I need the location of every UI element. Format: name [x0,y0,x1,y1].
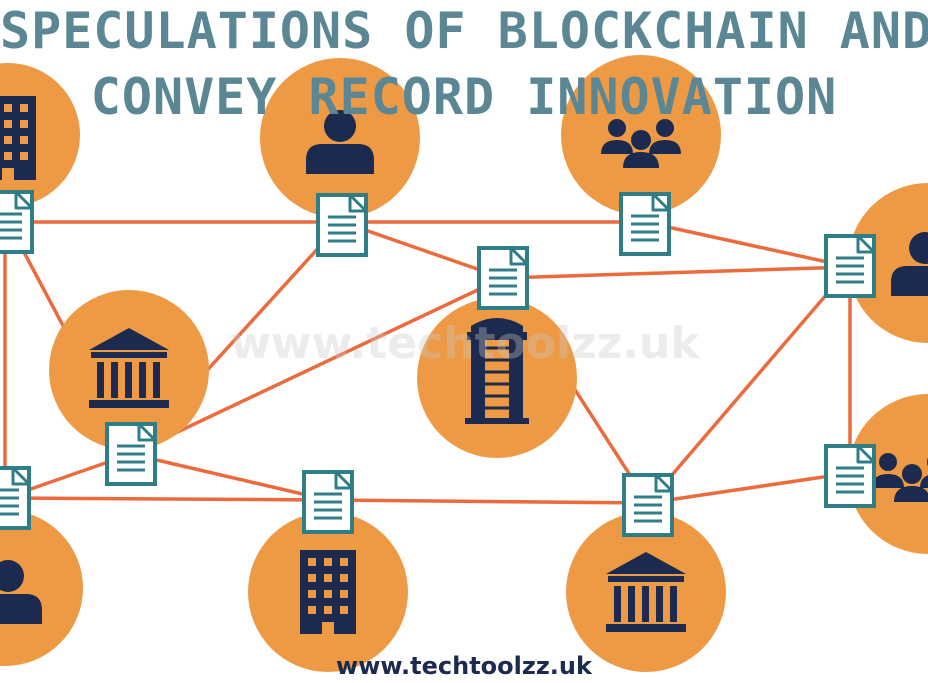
office-building-icon [300,550,356,634]
edge [326,498,650,505]
edge [129,452,330,502]
node-circle [848,183,928,343]
document-icon [302,470,354,534]
document-icon [619,192,671,256]
edge [340,220,505,280]
document-icon [477,246,529,310]
title-line-2: CONVEY RECORD INNOVATION [90,68,838,126]
edge [646,471,852,505]
node-circle [848,394,928,554]
document-icon [824,234,876,298]
document-icon [824,444,876,508]
edge [129,276,505,456]
title-line-1: SPECULATIONS OF BLOCKCHAIN AND [0,2,928,60]
edge [646,265,852,505]
edge [3,496,330,502]
edge [501,265,852,280]
footer-website-link[interactable]: www.techtoolzz.uk [336,652,592,680]
document-icon [0,466,31,530]
edge [643,220,852,269]
document-icon [105,422,157,486]
document-icon [316,193,368,257]
document-icon [622,473,674,537]
watermark-text: www.techtoolzz.uk [230,318,700,369]
document-icon [0,190,34,254]
node-circle [0,510,83,666]
